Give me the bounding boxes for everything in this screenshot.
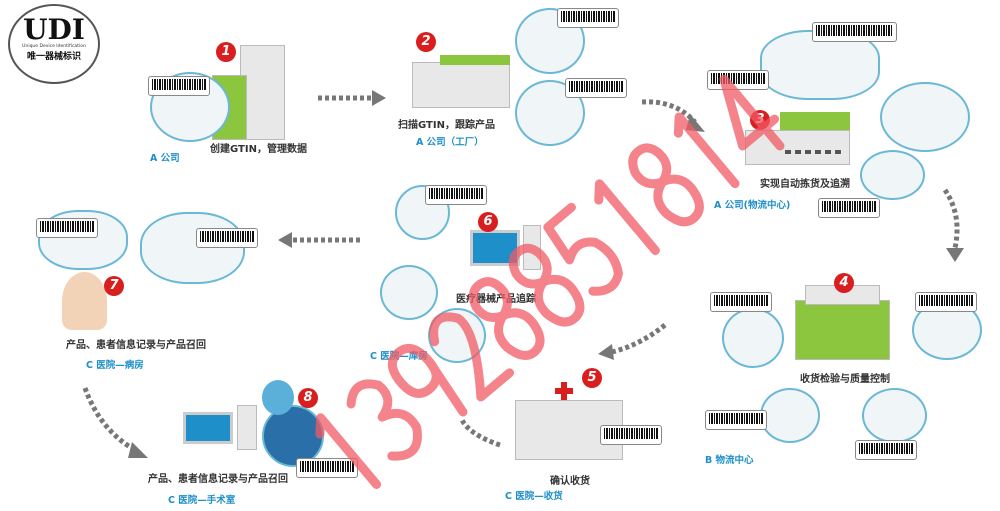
computer-icon [183, 412, 233, 444]
step-description: 收货检验与质量控制 [800, 374, 890, 385]
step-description: 实现自动拣货及追溯 [760, 179, 850, 190]
warehouse-icon [795, 300, 890, 360]
doctor-icon [262, 380, 294, 415]
step-number-badge: 5 [582, 368, 602, 388]
conveyor-icon [880, 82, 970, 152]
step-number-badge: 1 [216, 42, 236, 62]
arrow-4-5 [611, 323, 667, 355]
box-icon [860, 150, 925, 200]
magnifier-icon [380, 265, 438, 320]
arrowhead [372, 90, 386, 106]
step-number-badge: 6 [478, 212, 498, 232]
barcode-icon [812, 22, 897, 42]
step-description: 确认收货 [550, 476, 590, 487]
factory-roof [440, 55, 510, 65]
red-cross-icon [555, 382, 573, 400]
office-building-icon [240, 45, 285, 140]
arrow-7-8 [82, 387, 137, 453]
warehouse-windows [785, 150, 845, 154]
barcode-icon [557, 8, 619, 28]
scanner-icon [515, 80, 585, 146]
boxes-icon [722, 308, 784, 368]
barcode-icon [565, 78, 627, 98]
barcode-icon [196, 228, 258, 248]
medicine-icon [140, 212, 245, 284]
step-place: C 医院—手术室 [168, 495, 236, 506]
warehouse-roof [780, 112, 850, 130]
factory-icon [412, 62, 510, 108]
step-description: 产品、患者信息记录与产品召回 [148, 474, 288, 485]
arrowhead [128, 442, 148, 458]
arrow-3-4 [942, 188, 960, 249]
arrow-2-3 [641, 99, 697, 124]
barcode-icon [425, 185, 487, 205]
barcode-icon [148, 76, 210, 96]
arrowhead [278, 232, 292, 248]
barcode-icon [600, 425, 662, 445]
logo-cn: 唯一器械标识 [26, 52, 81, 62]
logo-title: UDI [23, 13, 85, 46]
barcode-icon [855, 440, 917, 460]
step-number-badge: 7 [104, 276, 124, 296]
barcode-icon [818, 198, 880, 218]
arrow-5-6 [459, 418, 501, 448]
nurse-icon [62, 272, 107, 330]
arrowhead [598, 344, 614, 360]
forklift-icon [760, 388, 820, 443]
step-place: C 医院—收货 [505, 491, 563, 502]
arrowhead [946, 248, 964, 262]
barcode-icon [705, 410, 767, 430]
step-number-badge: 4 [834, 273, 854, 293]
step-place: C 医院—病房 [86, 360, 144, 371]
step-place: B 物流中心 [705, 455, 754, 466]
barcode-icon [710, 292, 772, 312]
step-description: 扫描GTIN，跟踪产品 [398, 120, 495, 131]
step-place: A 公司(物流中心) [714, 200, 791, 211]
step-number-badge: 8 [298, 388, 318, 408]
step-place: A 公司（工厂） [416, 137, 484, 148]
step-description: 创建GTIN，管理数据 [210, 144, 307, 155]
logo-subtitle: Unique Device Identification [22, 44, 86, 49]
step-number-badge: 2 [416, 32, 436, 52]
udi-logo: UDI Unique Device Identification 唯一器械标识 [8, 4, 100, 84]
step-place: A 公司 [150, 153, 180, 164]
step-description: 产品、患者信息记录与产品召回 [66, 340, 206, 351]
barcode-icon [36, 218, 98, 238]
computer-tower-icon [237, 405, 257, 450]
barcode-icon [915, 292, 977, 312]
